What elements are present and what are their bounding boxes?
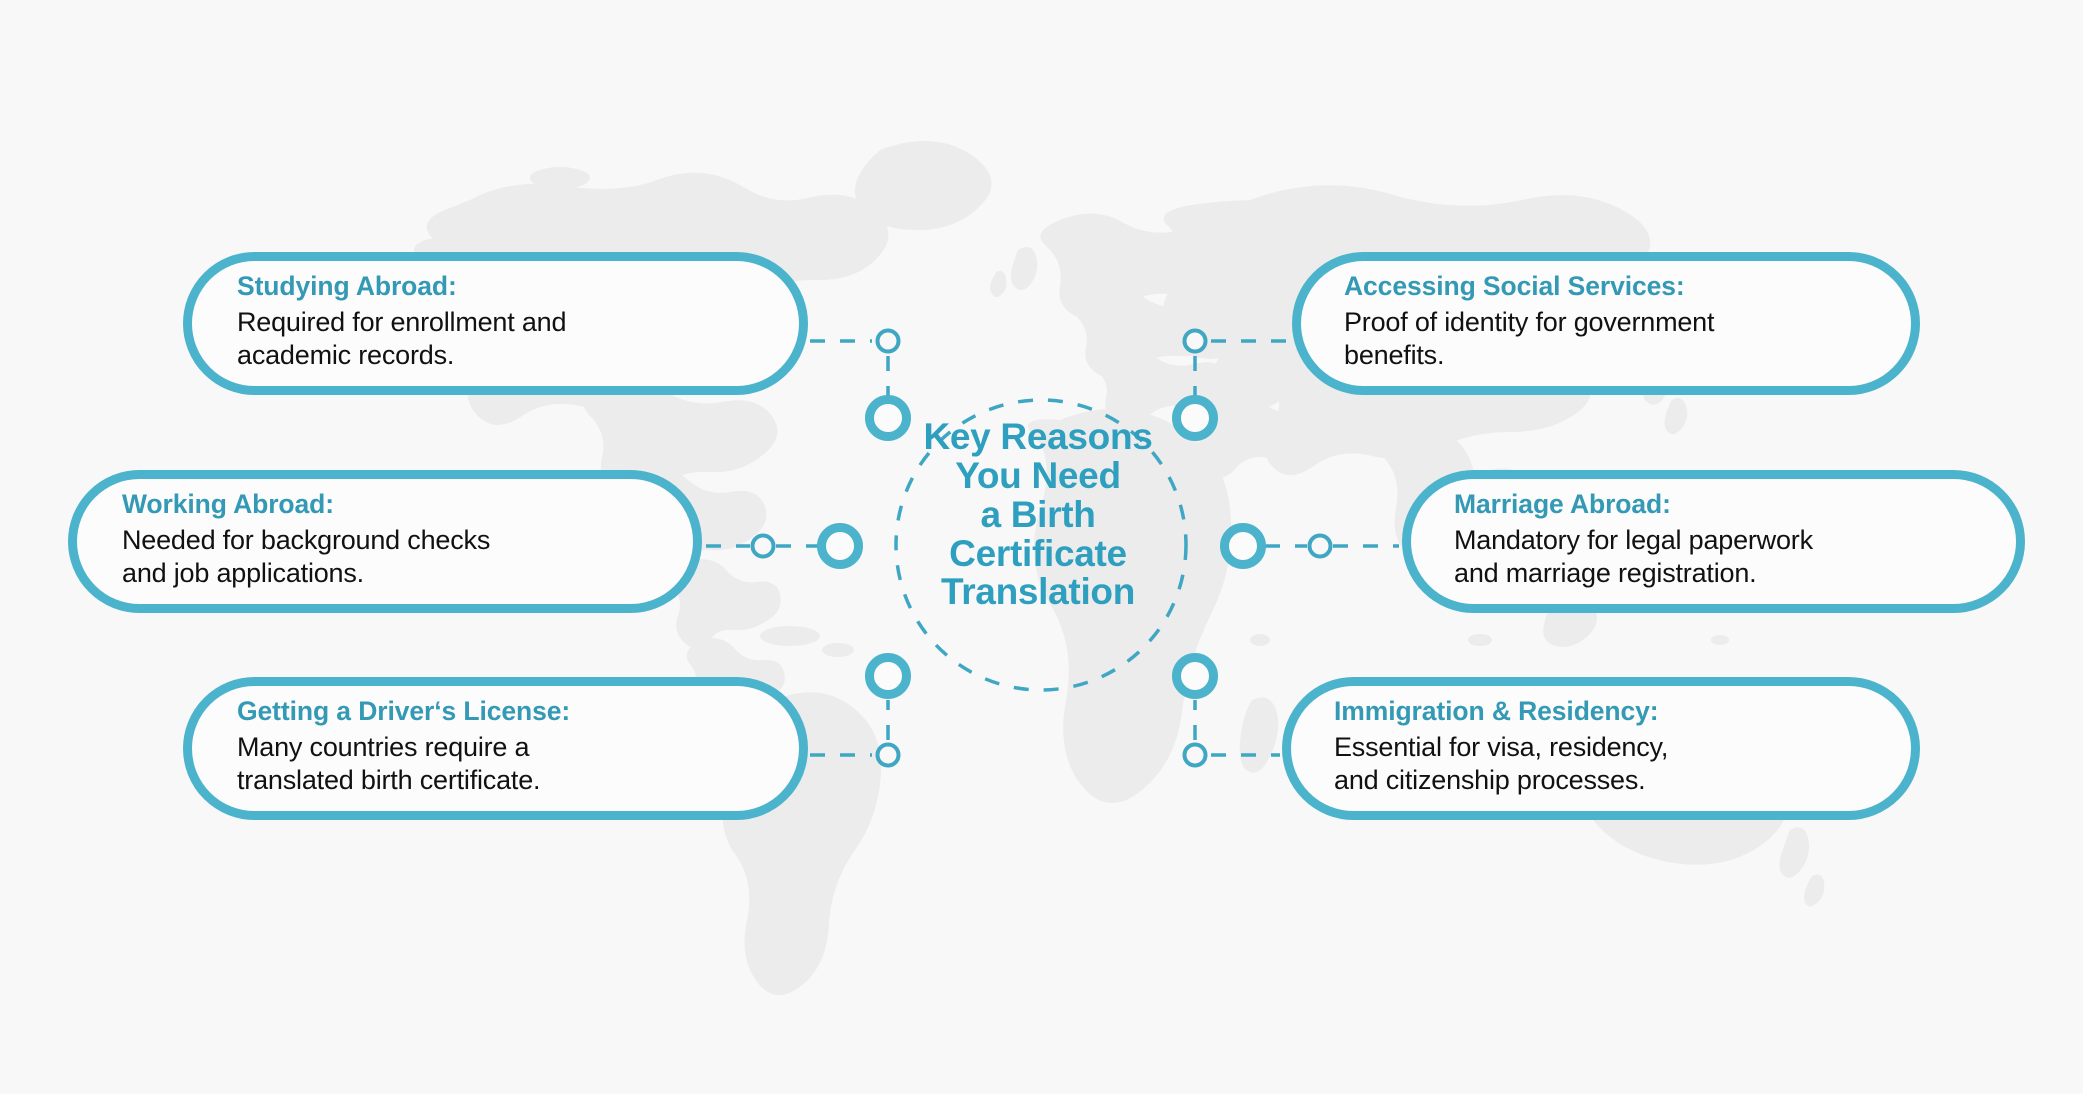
- card-studying-abroad[interactable]: Studying Abroad: Required for enrollment…: [183, 252, 808, 395]
- card-body-social-services: Proof of identity for government benefit…: [1344, 306, 1715, 371]
- card-body-working-abroad: Needed for background checks and job app…: [122, 524, 491, 589]
- card-title-studying-abroad: Studying Abroad:: [237, 271, 457, 302]
- node-immigration: [1172, 653, 1218, 699]
- dot-immigration: [1182, 742, 1208, 768]
- card-marriage-abroad[interactable]: Marriage Abroad: Mandatory for legal pap…: [1402, 470, 2025, 613]
- card-body-studying-abroad: Required for enrollment and academic rec…: [237, 306, 567, 371]
- card-title-working-abroad: Working Abroad:: [122, 489, 334, 520]
- dot-studying-abroad: [875, 328, 901, 354]
- card-immigration-residency[interactable]: Immigration & Residency: Essential for v…: [1282, 677, 1920, 820]
- card-body-drivers-license: Many countries require a translated birt…: [237, 731, 541, 796]
- card-title-social-services: Accessing Social Services:: [1344, 271, 1685, 302]
- dot-marriage-abroad: [1307, 533, 1333, 559]
- card-drivers-license[interactable]: Getting a Driver‘s License: Many countri…: [183, 677, 808, 820]
- dot-social-services: [1182, 328, 1208, 354]
- node-marriage-abroad: [1220, 523, 1266, 569]
- card-title-drivers-license: Getting a Driver‘s License:: [237, 696, 571, 727]
- card-body-immigration-residency: Essential for visa, residency, and citiz…: [1334, 731, 1669, 796]
- dot-working-abroad: [750, 533, 776, 559]
- card-body-marriage-abroad: Mandatory for legal paperwork and marria…: [1454, 524, 1813, 589]
- card-working-abroad[interactable]: Working Abroad: Needed for background ch…: [68, 470, 702, 613]
- card-social-services[interactable]: Accessing Social Services: Proof of iden…: [1292, 252, 1920, 395]
- card-title-marriage-abroad: Marriage Abroad:: [1454, 489, 1671, 520]
- card-title-immigration-residency: Immigration & Residency:: [1334, 696, 1659, 727]
- center-title: Key Reasons You Need a Birth Certificate…: [923, 416, 1153, 613]
- node-working-abroad: [817, 523, 863, 569]
- dot-drivers-license: [875, 742, 901, 768]
- node-drivers-license: [865, 653, 911, 699]
